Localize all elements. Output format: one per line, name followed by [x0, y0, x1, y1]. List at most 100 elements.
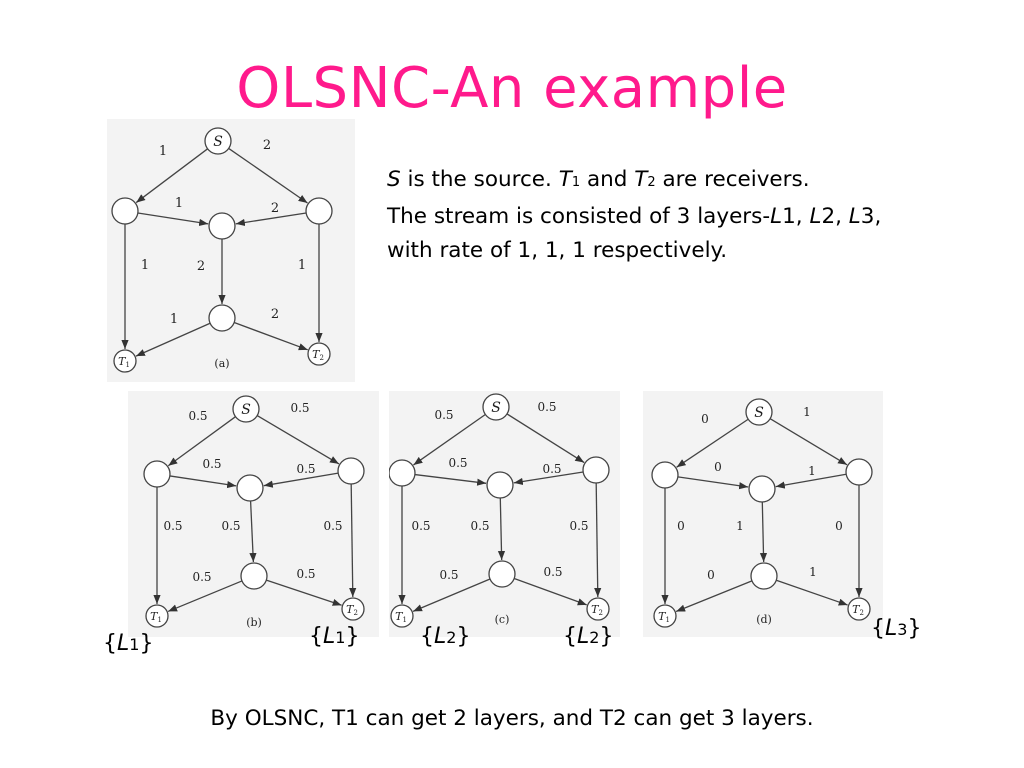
- edge-s-a: [413, 413, 486, 466]
- edge-n-t1: [675, 580, 753, 613]
- edge-label-m-n: 1: [736, 519, 744, 533]
- var-s: S: [387, 167, 401, 192]
- edge-label-b-t2: 0.5: [323, 519, 342, 533]
- edge-a-m: [169, 475, 237, 489]
- edge-n-t1: [412, 578, 491, 612]
- text-run: are receivers.: [655, 167, 810, 192]
- node-b: [582, 456, 610, 484]
- slide-title: OLSNC-An example: [236, 56, 788, 121]
- node-t1: [390, 604, 414, 628]
- edge-label-s-a: 1: [159, 144, 167, 159]
- node-t1: [145, 604, 169, 628]
- layer-var: L: [323, 624, 336, 649]
- edge-b-m: [775, 473, 847, 489]
- layer-set-b-t2: {L1}: [309, 624, 359, 649]
- var-l: L: [848, 204, 861, 229]
- node-m: [748, 475, 776, 503]
- text-run: 1: [782, 204, 796, 229]
- layer-num: 2: [446, 628, 457, 647]
- edge-label-b-t2: 0: [835, 519, 843, 533]
- text-run: is the source.: [400, 167, 559, 192]
- graph-caption: (d): [756, 613, 772, 626]
- node-a: [389, 459, 416, 487]
- edge-label-n-t2: 0.5: [543, 565, 562, 579]
- node-t2: [341, 597, 365, 621]
- edge-n-t2: [266, 579, 342, 606]
- edge-label-m-n: 0.5: [221, 519, 240, 533]
- node-s: [745, 398, 773, 426]
- layer-set-d-t2: {L3}: [871, 616, 921, 641]
- node-m: [486, 471, 514, 499]
- edge-label-a-m: 0: [714, 460, 722, 474]
- node-label-s: S: [754, 405, 764, 421]
- node-m: [208, 212, 236, 240]
- edge-label-b-t2: 0.5: [569, 519, 588, 533]
- node-t2: [307, 342, 331, 366]
- text-run: 3: [860, 204, 875, 229]
- edge-label-a-t1: 1: [141, 258, 149, 273]
- layer-set-b-t1: {L1}: [103, 631, 153, 656]
- brace-close: }: [139, 631, 154, 656]
- graph-caption: (a): [214, 357, 229, 370]
- edge-b-m: [235, 212, 307, 227]
- edge-m-n: [497, 497, 506, 561]
- edge-label-m-n: 0.5: [470, 519, 489, 533]
- edge-label-a-t1: 0: [677, 519, 685, 533]
- brace-open: {: [563, 624, 577, 649]
- node-t2: [586, 597, 610, 621]
- edge-m-n: [249, 500, 257, 563]
- graph-caption: (b): [246, 616, 262, 629]
- description-line-2: The stream is consisted of 3 layers-L1, …: [387, 200, 1017, 234]
- brace-close: }: [907, 616, 922, 641]
- edge-n-t2: [513, 577, 587, 606]
- edge-label-a-m: 1: [175, 196, 183, 211]
- edge-label-n-t1: 0.5: [439, 568, 458, 582]
- layer-var: L: [885, 616, 898, 641]
- layer-var: L: [117, 631, 130, 656]
- node-label-t2: T2: [312, 348, 324, 362]
- node-label-s: S: [491, 400, 501, 416]
- brace-open: {: [103, 631, 117, 656]
- brace-close: }: [345, 624, 360, 649]
- edge-n-t1: [135, 322, 211, 357]
- layer-num: 2: [589, 628, 600, 647]
- node-n: [240, 562, 268, 590]
- edge-label-m-n: 2: [197, 259, 205, 274]
- text-run: The stream is consisted of 3 layers-: [387, 204, 771, 229]
- description-text: S is the source. T1 and T2 are receivers…: [387, 163, 1017, 268]
- node-label-t2: T2: [346, 603, 358, 617]
- edge-label-s-b: 2: [263, 138, 271, 153]
- edge-a-m: [414, 473, 487, 486]
- graph-caption: (c): [495, 613, 510, 626]
- node-b: [337, 457, 365, 485]
- edge-label-s-b: 0.5: [290, 401, 309, 415]
- node-label-t1: T1: [150, 610, 162, 624]
- edge-label-s-a: 0: [701, 412, 709, 426]
- edge-label-n-t2: 1: [809, 565, 817, 579]
- text-run: ,: [874, 204, 882, 229]
- edge-m-n: [759, 501, 768, 563]
- node-b: [845, 458, 873, 486]
- description-line-3: with rate of 1, 1, 1 respectively.: [387, 238, 728, 263]
- layer-set-c-t1: {L2}: [420, 624, 470, 649]
- edge-label-n-t2: 2: [271, 307, 279, 322]
- edge-label-n-t1: 0: [707, 568, 715, 582]
- edge-label-s-b: 0.5: [537, 400, 556, 414]
- edge-label-n-t2: 0.5: [296, 567, 315, 581]
- node-label-s: S: [241, 402, 251, 418]
- edge-s-a: [135, 148, 209, 204]
- edge-s-a: [676, 418, 749, 468]
- layer-num: 1: [335, 628, 346, 647]
- edge-label-s-a: 0.5: [188, 409, 207, 423]
- var-l: L: [809, 204, 822, 229]
- node-a: [111, 197, 139, 225]
- edge-label-n-t1: 0.5: [192, 570, 211, 584]
- node-b: [305, 197, 333, 225]
